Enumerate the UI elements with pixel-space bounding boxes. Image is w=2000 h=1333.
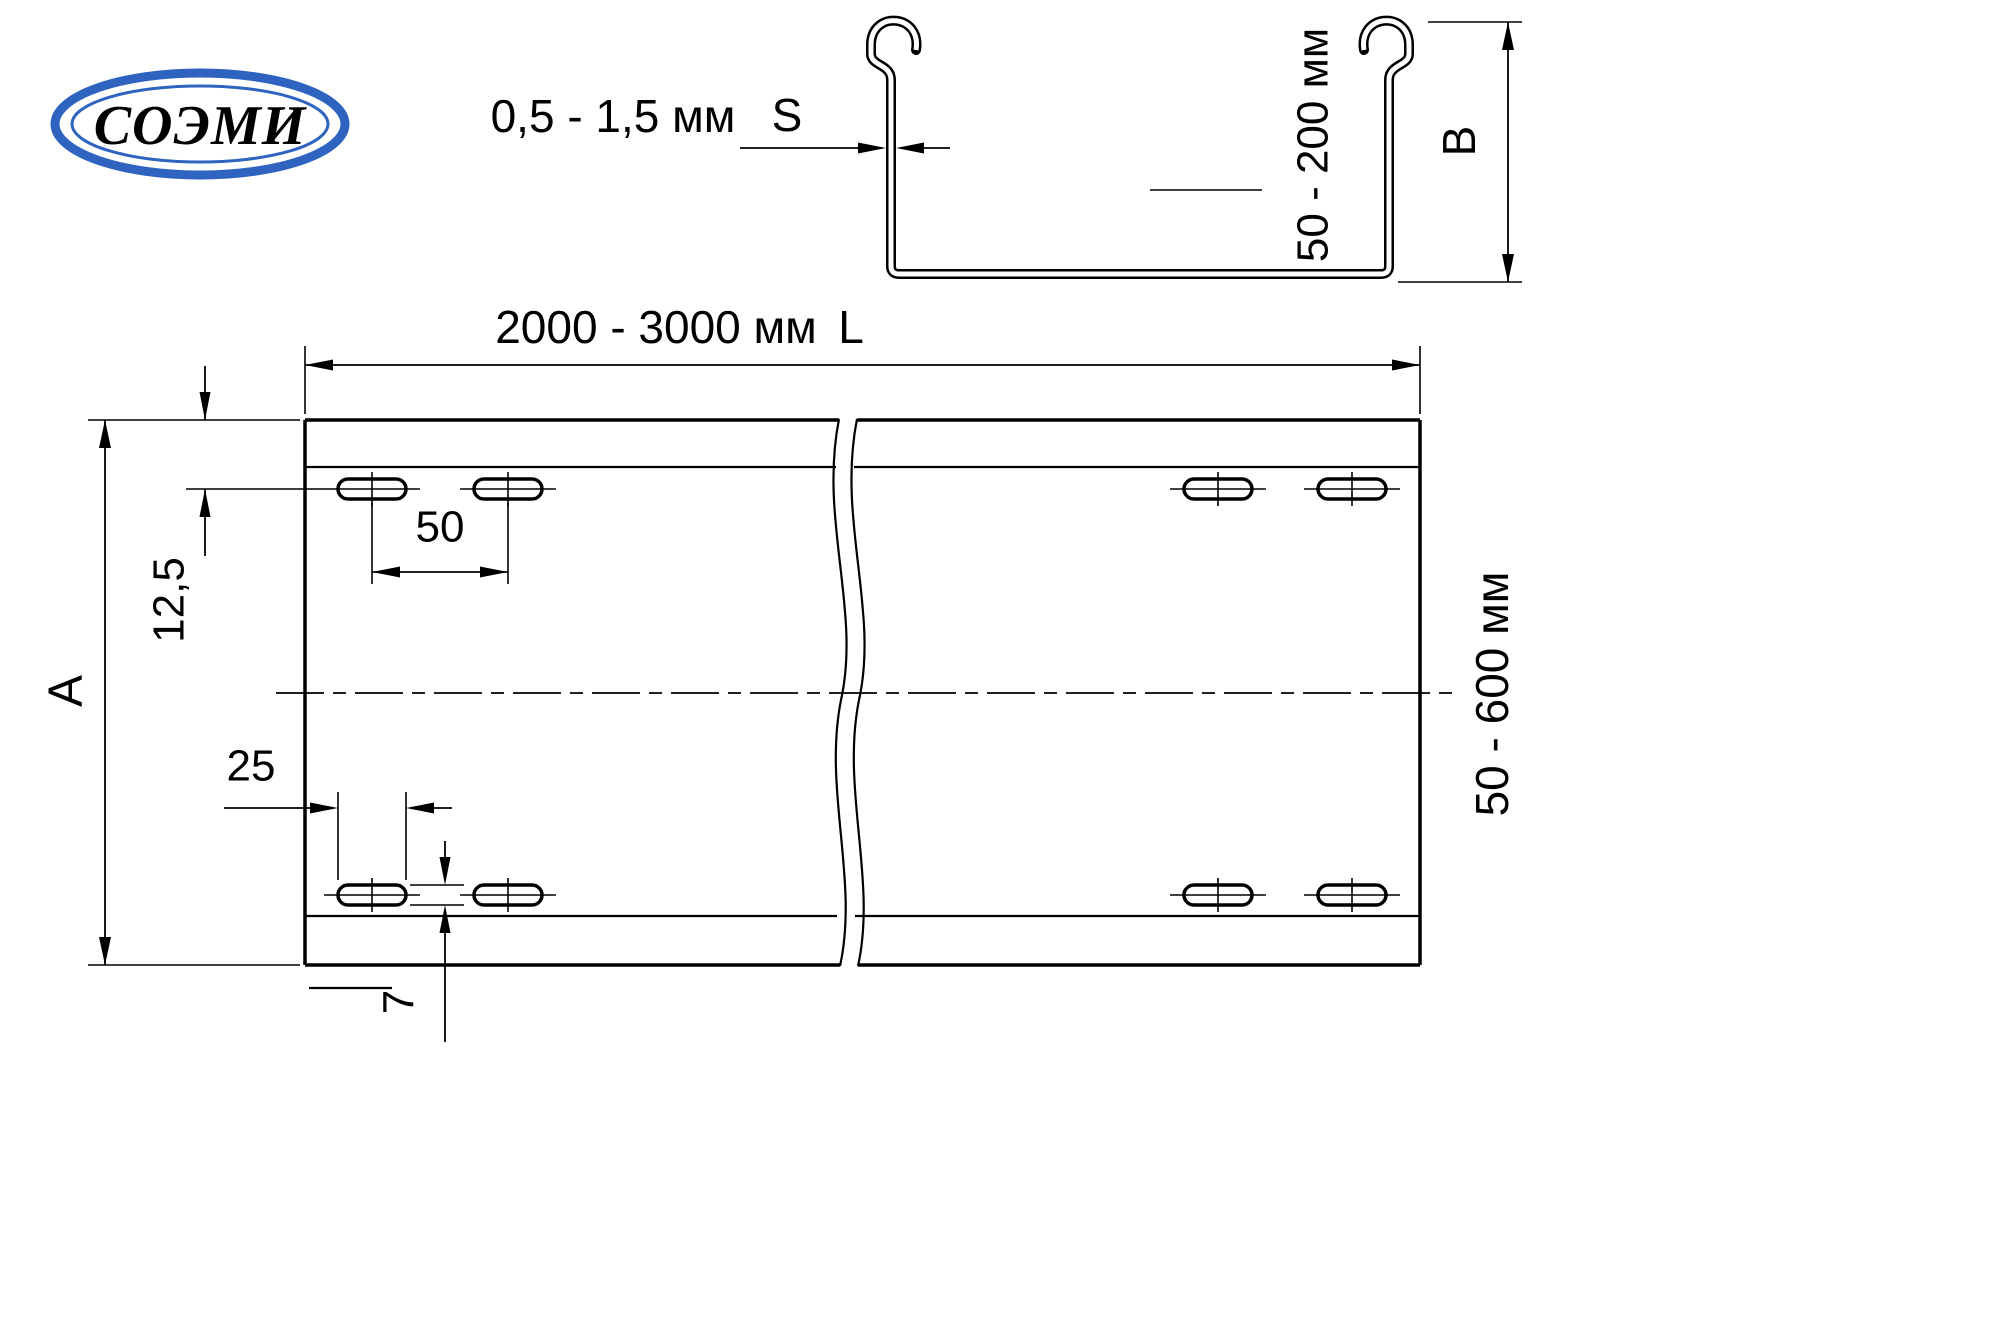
logo-inner-ellipse — [70, 84, 330, 164]
arrowhead-left — [305, 359, 333, 371]
width-value-label: 50 - 600 мм — [1466, 572, 1518, 817]
section-height-symbol-label: B — [1433, 126, 1485, 157]
slot-outline — [472, 883, 544, 907]
channel-profile-core — [868, 18, 1412, 277]
slot-hole-top-right-2 — [1304, 472, 1400, 506]
arrowhead-down — [99, 937, 111, 965]
arrowhead-up — [99, 420, 111, 448]
arrowhead-down — [1502, 254, 1514, 282]
slot-hole-bottom-left-1 — [324, 878, 420, 912]
section-view: 0,5 - 1,5 мм S 50 - 200 мм B — [491, 15, 1522, 283]
dimension-section-height: 50 - 200 мм B — [1289, 21, 1522, 283]
dimension-slot-width: 7 — [375, 841, 464, 1042]
slot-hole-bottom-left-2 — [460, 878, 556, 912]
slot-outline — [1182, 883, 1254, 907]
arrowhead-left — [896, 142, 924, 154]
width-symbol-label: A — [40, 675, 93, 707]
break-line-right — [850, 418, 866, 967]
logo-outer-ellipse — [50, 68, 350, 180]
dimension-length: 2000 - 3000 мм L — [304, 301, 1421, 414]
dimension-thickness: 0,5 - 1,5 мм S — [491, 89, 950, 154]
slot-hole-bottom-right-1 — [1170, 878, 1266, 912]
length-symbol-label: L — [838, 301, 864, 353]
slot-pitch-label: 50 — [416, 503, 465, 552]
arrowhead-up — [199, 489, 211, 517]
arrowhead-down — [439, 857, 451, 885]
arrowhead-left — [372, 566, 400, 578]
slot-outline — [472, 477, 544, 501]
arrowhead-right — [1392, 359, 1420, 371]
length-value-label: 2000 - 3000 мм — [495, 301, 817, 353]
section-height-value-label: 50 - 200 мм — [1289, 28, 1338, 262]
dimension-slot-pitch: 50 — [371, 503, 509, 584]
dimension-slot-length: 25 — [224, 742, 452, 880]
slot-outline — [336, 883, 408, 907]
dimension-edge-offset: 12,5 — [145, 366, 324, 643]
slot-outline — [1316, 477, 1388, 501]
arrowhead-right — [310, 802, 338, 814]
slot-length-label: 25 — [227, 742, 276, 791]
arrowhead-right — [480, 566, 508, 578]
edge-offset-label: 12,5 — [145, 557, 194, 643]
thickness-value-label: 0,5 - 1,5 мм — [491, 90, 736, 142]
slot-hole-top-left-2 — [460, 472, 556, 506]
slot-hole-top-left-1 — [324, 472, 420, 506]
logo-text: СОЭМИ — [94, 95, 307, 157]
dimension-width-a: A — [40, 419, 300, 966]
break-line-left — [832, 418, 848, 967]
slot-outline — [1182, 477, 1254, 501]
slot-hole-top-right-1 — [1170, 472, 1266, 506]
arrowhead-up — [439, 905, 451, 933]
slot-outline — [336, 477, 408, 501]
arrowhead-right — [858, 142, 886, 154]
arrowhead-left — [406, 802, 434, 814]
logo: СОЭМИ — [50, 68, 350, 180]
arrowhead-up — [1502, 22, 1514, 50]
arrowhead-down — [199, 392, 211, 420]
slot-outline — [1316, 883, 1388, 907]
slot-width-label: 7 — [375, 990, 424, 1014]
plan-view: 2000 - 3000 мм L A 50 - 600 мм 12,5 — [40, 301, 1518, 1042]
slot-hole-bottom-right-2 — [1304, 878, 1400, 912]
thickness-symbol-label: S — [772, 89, 803, 141]
